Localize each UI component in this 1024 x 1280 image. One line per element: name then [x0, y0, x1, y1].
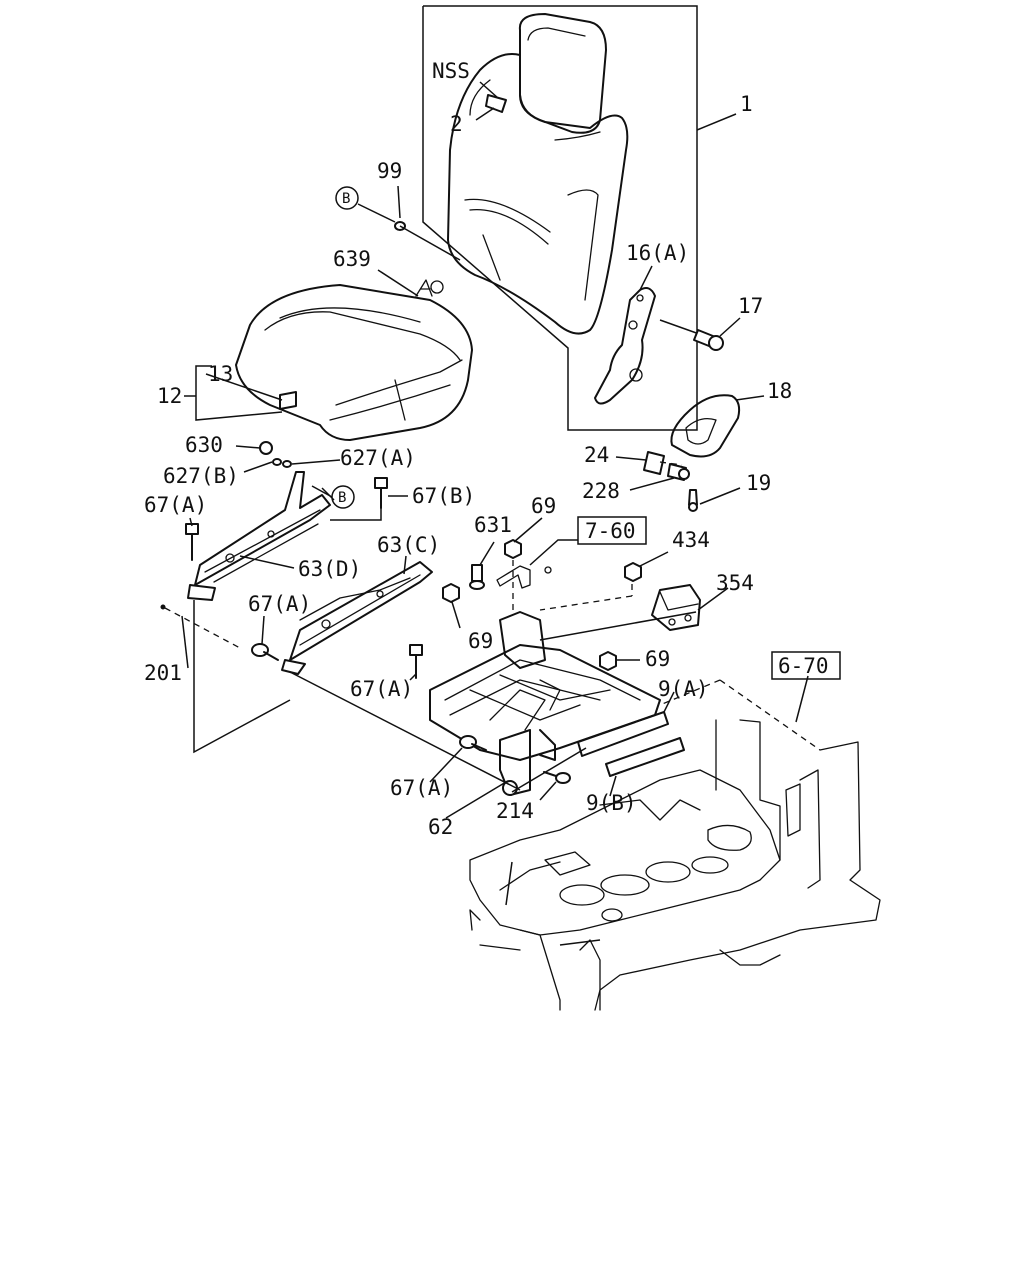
- label-part-67b: 67(B): [412, 484, 475, 508]
- label-part-16a: 16(A): [626, 241, 689, 265]
- screw-201-drawing: [160, 604, 241, 649]
- label-part-631: 631: [474, 513, 512, 537]
- label-part-2: 2: [450, 112, 463, 136]
- label-part-24: 24: [584, 443, 609, 467]
- seat-back-drawing: [447, 53, 629, 335]
- label-part-9b: 9(B): [586, 791, 637, 815]
- label-ref-760: 7-60: [585, 519, 636, 543]
- label-ref-670: 6-70: [778, 654, 829, 678]
- bolt-17-drawing: [659, 319, 724, 351]
- label-part-627b: 627(B): [163, 464, 239, 488]
- label-part-63c: 63(C): [377, 533, 440, 557]
- nut-434-drawing: [539, 562, 642, 611]
- seat-cushion-drawing: [235, 284, 473, 441]
- bolt-67a-base-drawing: [409, 644, 423, 679]
- label-part-67a-1: 67(A): [144, 493, 207, 517]
- label-part-228: 228: [582, 479, 620, 503]
- knob-cover-18-drawing: [670, 394, 741, 458]
- bolt-67b-drawing: [374, 477, 388, 509]
- plate-9b-drawing: [605, 737, 685, 777]
- label-part-627a: 627(A): [340, 446, 416, 470]
- bolt-214-drawing: [543, 771, 571, 784]
- label-part-67a-4: 67(A): [390, 776, 453, 800]
- bolt-631-drawing: [469, 564, 485, 590]
- label-part-18: 18: [767, 379, 792, 403]
- label-part-13: 13: [208, 362, 233, 386]
- circle-b-marker-top: [335, 186, 359, 210]
- label-part-201: 201: [144, 661, 182, 685]
- recliner-bracket-drawing: [594, 287, 656, 405]
- label-part-354: 354: [716, 571, 754, 595]
- label-part-214: 214: [496, 799, 534, 823]
- cab-floor-drawing: [469, 679, 881, 1011]
- label-part-434: 434: [672, 528, 710, 552]
- label-part-69-1: 69: [531, 494, 556, 518]
- slide-rail-63d-drawing: [187, 471, 331, 601]
- clip-639-drawing: [415, 279, 444, 297]
- ref-box-670: [771, 651, 841, 680]
- label-part-1: 1: [740, 92, 753, 116]
- label-part-62: 62: [428, 815, 453, 839]
- label-marker-b-top: B: [342, 191, 350, 207]
- label-part-17: 17: [738, 294, 763, 318]
- nut-69-mid-drawing: [442, 583, 460, 603]
- label-part-69-2: 69: [468, 629, 493, 653]
- label-nss: NSS: [432, 59, 470, 83]
- nut-69-right-drawing: [599, 651, 617, 671]
- bracket-354-drawing: [651, 584, 701, 631]
- leader-lines: [181, 81, 809, 946]
- label-part-639: 639: [333, 247, 371, 271]
- ref-box-760: [577, 516, 647, 545]
- bolt-67a-mid-drawing: [251, 643, 279, 661]
- plate-9a-drawing: [577, 711, 669, 757]
- bolt-67a-left-drawing: [185, 523, 199, 561]
- label-part-99: 99: [377, 159, 402, 183]
- label-part-67a-3: 67(A): [350, 677, 413, 701]
- label-part-9a: 9(A): [658, 677, 709, 701]
- label-part-12: 12: [157, 384, 182, 408]
- clip-760-drawing: [496, 565, 552, 589]
- nut-washer-group: [259, 441, 292, 468]
- slide-rail-63c-drawing: [281, 561, 433, 675]
- bolt-67a-bottom-drawing: [459, 735, 487, 751]
- nut-69-top-drawing: [504, 539, 522, 615]
- headrest-drawing: [518, 13, 607, 134]
- small-parts-24-228-19: [643, 451, 698, 512]
- label-part-69-3: 69: [645, 647, 670, 671]
- label-part-67a-2: 67(A): [248, 592, 311, 616]
- circle-b-marker-mid: [311, 485, 355, 509]
- label-part-63d: 63(D): [298, 557, 361, 581]
- seat-back-group-frame: [422, 5, 698, 431]
- label-part-19: 19: [746, 471, 771, 495]
- label-part-630: 630: [185, 433, 223, 457]
- nss-tag-drawing: [485, 94, 507, 113]
- label-marker-b-mid: B: [338, 490, 346, 506]
